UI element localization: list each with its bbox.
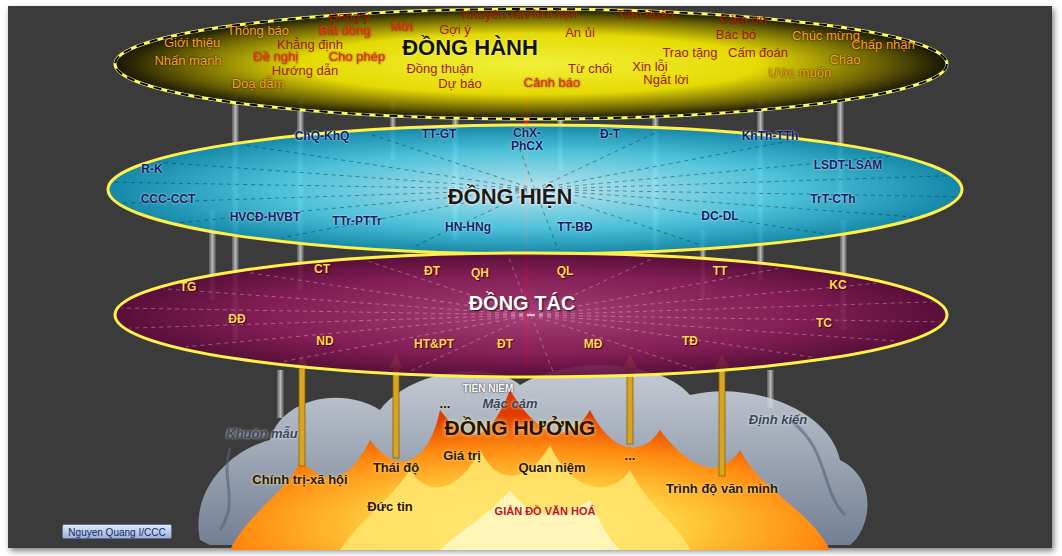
term-label: Gợi ý [439, 23, 471, 37]
code-label: ChX-PhCX [505, 127, 549, 153]
term-label: Bác bỏ [716, 28, 756, 42]
term-label: Thái độ [373, 461, 419, 475]
term-label: Đồng thuận [406, 62, 473, 76]
code-label: HN-HNg [445, 221, 491, 234]
term-label: Bất đồng [319, 24, 371, 38]
term-label: Ước muốn [769, 66, 831, 80]
term-label: Chính trị-xã hội [252, 473, 347, 487]
code-label: ĐT [424, 265, 440, 278]
code-label: TT-BĐ [557, 221, 592, 234]
term-label: Giới thiệu [164, 36, 220, 50]
code-label: TTr-PTTr [332, 215, 381, 228]
layer-title: ĐỒNG HIỆN [448, 184, 573, 210]
term-label: Mời [391, 20, 413, 34]
layer-title: ĐỒNG HÀNH [402, 35, 538, 61]
term-label: GIẢN ĐỒ VĂN HOÁ [495, 505, 596, 517]
code-label: TĐ [682, 335, 698, 348]
term-label: Mặc cảm [483, 397, 538, 411]
code-label: ĐT [497, 338, 513, 351]
code-label: LSDT-LSAM [814, 159, 883, 172]
credit-button: Nguyen Quang I/CCC [62, 524, 172, 539]
code-label: HT&PT [414, 338, 454, 351]
code-label: TT [713, 265, 728, 278]
term-label: Khuyên răn [462, 8, 529, 22]
term-label: Chúc mừng [792, 29, 860, 43]
code-label: ChQ-KhQ [295, 130, 350, 143]
term-label: Doạ dẫm [232, 77, 285, 91]
term-label: Giá trị [443, 449, 481, 463]
layer-title: ĐỒNG TÁC [469, 292, 576, 315]
code-label: CT [314, 263, 330, 276]
code-label: QL [557, 265, 574, 278]
term-label: Cảnh báo [524, 76, 580, 90]
term-label: Khuôn mẫu [226, 427, 298, 441]
term-label: Định kiến [749, 413, 808, 427]
term-label: Trình độ văn minh [666, 482, 778, 496]
term-label: Cảm ơn [720, 13, 767, 27]
term-label: Cấm đoán [728, 46, 788, 60]
term-label: Đức tin [367, 500, 413, 514]
code-label: DC-DL [701, 210, 738, 223]
code-label: KhTh-TTh [742, 130, 799, 143]
code-label: KC [829, 279, 846, 292]
term-label: Chấp nhận [851, 38, 915, 52]
code-label: TC [816, 317, 832, 330]
term-label: Hứa hẹn [527, 7, 578, 21]
code-label: MĐ [584, 338, 603, 351]
term-label: Ngắt lời [643, 73, 688, 87]
term-label: Đề nghị [254, 50, 299, 64]
term-label: Cho phép [329, 50, 385, 64]
code-label: TG [180, 281, 197, 294]
code-label: HVCĐ-HVBT [230, 211, 301, 224]
term-label: Chào [829, 53, 860, 67]
code-label: TrT-CTh [810, 193, 855, 206]
layer-title: ĐỒNG HƯỞNG [445, 416, 596, 440]
code-label: R-K [141, 163, 162, 176]
code-label: ND [316, 335, 333, 348]
code-label: TT-GT [422, 128, 457, 141]
term-label: Đồng ý [328, 10, 369, 24]
term-label: ... [625, 449, 636, 463]
term-label: Trao tặng [662, 46, 717, 60]
code-label: ĐĐ [228, 313, 245, 326]
term-label: An ủi [565, 26, 595, 40]
term-label: TIỀN NIỆM [463, 383, 514, 394]
code-label: QH [471, 267, 489, 280]
code-label: Đ-T [600, 128, 620, 141]
term-label: Nhấn mạnh [154, 54, 221, 68]
term-label: Từ chối [568, 62, 612, 76]
term-label: Dự báo [438, 77, 481, 91]
term-label: Tiên đoán [616, 8, 673, 22]
code-label: CCC-CCT [141, 193, 196, 206]
term-label: Thông báo [227, 24, 289, 38]
term-label: ... [440, 397, 451, 411]
term-label: Quan niệm [518, 461, 585, 475]
credit-text: Nguyen Quang I/CCC [68, 526, 165, 537]
